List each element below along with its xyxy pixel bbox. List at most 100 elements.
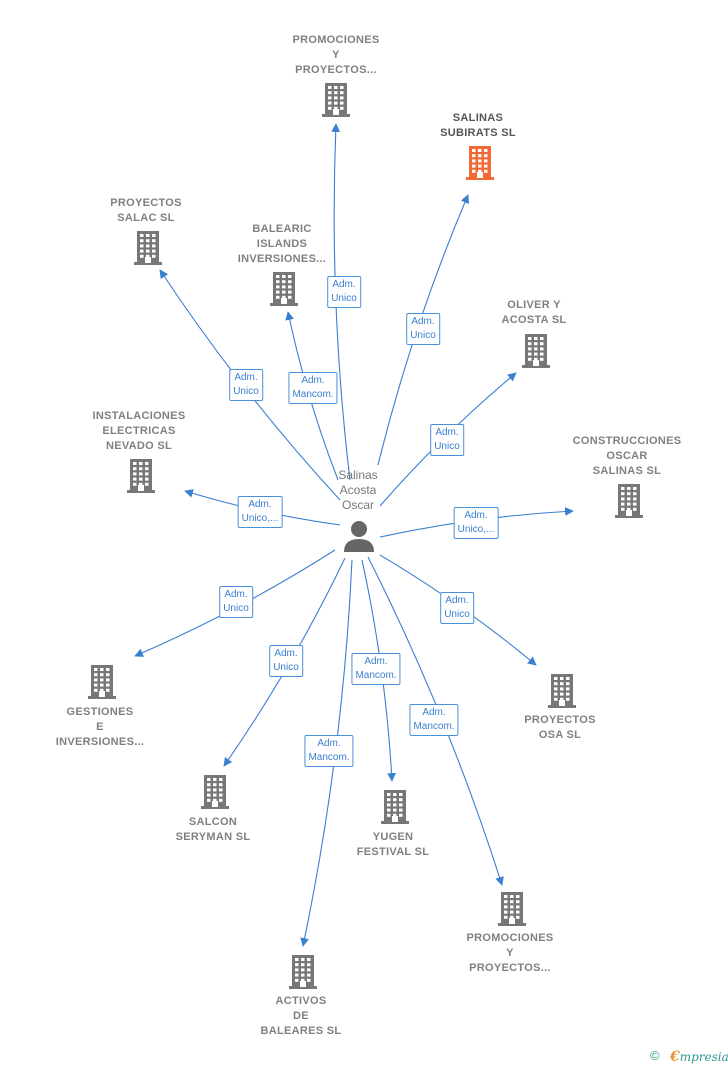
company-label-line: Y — [332, 49, 340, 61]
building-icon[interactable] — [288, 955, 318, 994]
company-label-line: OLIVER Y — [507, 299, 561, 311]
role-line: Unico,... — [457, 524, 495, 535]
role-badge-gestiones-inversiones[interactable]: Adm. Unico — [219, 586, 253, 618]
building-icon[interactable] — [321, 83, 351, 122]
company-label-line: YUGEN — [372, 831, 414, 843]
building-icon[interactable] — [87, 665, 117, 704]
company-label-line: GESTIONES — [66, 706, 134, 718]
building-icon[interactable] — [521, 334, 551, 373]
role-line: Adm. — [435, 427, 459, 438]
building-icon[interactable] — [126, 459, 156, 498]
role-line: Adm. — [224, 589, 248, 600]
company-label-line: OSA SL — [538, 729, 582, 741]
role-badge-instalaciones-electricas[interactable]: Adm. Unico,... — [237, 496, 283, 528]
role-badge-balearic-islands[interactable]: Adm. Mancom. — [288, 372, 338, 404]
role-badge-salinas-subirats[interactable]: Adm.Unico — [406, 313, 440, 345]
building-icon[interactable] — [380, 790, 410, 829]
role-badge-proyectos-salac[interactable]: Adm. Unico — [229, 369, 263, 401]
role-line: Mancom. — [308, 752, 350, 763]
company-label-yugen-festival[interactable]: YUGEN FESTIVAL SL — [313, 830, 473, 860]
role-line: Unico,... — [241, 513, 279, 524]
building-icon[interactable] — [200, 775, 230, 814]
person-icon — [344, 521, 374, 552]
company-label-line: SUBIRATS SL — [440, 127, 516, 139]
company-label-line: PROYECTOS — [524, 714, 596, 726]
company-label-line: SERYMAN SL — [175, 831, 251, 843]
company-label-line: OSCAR — [606, 450, 648, 462]
person-label-line: Acosta — [339, 483, 377, 497]
role-line: Adm. — [464, 510, 488, 521]
company-label-line: SALINAS — [452, 112, 504, 124]
company-label-line: FESTIVAL SL — [356, 846, 430, 858]
role-badge-salcon-seryman[interactable]: Adm. Unico — [269, 645, 303, 677]
role-line: Adm. — [248, 499, 272, 510]
building-icon[interactable] — [269, 272, 299, 311]
company-label-salinas-subirats[interactable]: SALINAS SUBIRATS SL — [398, 111, 558, 141]
company-label-line: PROMOCIONES — [292, 34, 380, 46]
company-label-construcciones-oscar[interactable]: CONSTRUCCIONES OSCAR SALINAS SL — [547, 434, 707, 479]
company-label-line: BALEARES SL — [260, 1025, 342, 1037]
company-label-promociones-top[interactable]: PROMOCIONES Y PROYECTOS... — [256, 33, 416, 78]
role-line: Mancom. — [413, 721, 455, 732]
role-badge-oliver-acosta[interactable]: Adm.Unico — [430, 424, 464, 456]
person-label: Salinas Acosta Oscar — [313, 468, 403, 513]
role-badge-promociones-top[interactable]: Adm. Unico — [327, 276, 361, 308]
role-badge-yugen-festival[interactable]: Adm. Mancom. — [351, 653, 401, 685]
company-label-line: PROYECTOS — [110, 197, 182, 209]
role-badge-proyectos-osa[interactable]: Adm. Unico — [440, 592, 474, 624]
role-line: Adm. — [332, 279, 356, 290]
role-line: Mancom. — [292, 389, 334, 400]
company-label-activos-baleares[interactable]: ACTIVOS DE BALEARES SL — [221, 994, 381, 1039]
person-node[interactable] — [340, 520, 378, 559]
role-line: Unico — [223, 603, 249, 614]
person-label-line: Salinas — [338, 468, 378, 482]
brand-name: mpresia — [679, 1050, 728, 1064]
role-badge-promociones-bottom[interactable]: Adm. Mancom. — [409, 704, 459, 736]
company-label-line: INVERSIONES... — [237, 253, 327, 265]
company-label-oliver-acosta[interactable]: OLIVER Y ACOSTA SL — [454, 298, 614, 328]
role-line: Adm. — [234, 372, 258, 383]
company-label-line: DE — [293, 1010, 309, 1022]
company-label-line: SALAC SL — [117, 212, 175, 224]
brand-logo[interactable]: €mpresia — [670, 1049, 728, 1065]
company-label-line: ISLANDS — [256, 238, 308, 250]
building-icon[interactable] — [133, 231, 163, 270]
role-line: Unico — [273, 662, 299, 673]
building-icon[interactable] — [547, 674, 577, 713]
company-label-proyectos-salac[interactable]: PROYECTOS SALAC SL — [66, 196, 226, 226]
company-label-gestiones-inversiones[interactable]: GESTIONES E INVERSIONES... — [20, 705, 180, 750]
role-line: Adm. — [364, 656, 388, 667]
company-label-proyectos-osa[interactable]: PROYECTOS OSA SL — [480, 713, 640, 743]
role-line: Mancom. — [355, 670, 397, 681]
company-label-line: PROYECTOS... — [295, 64, 377, 76]
brand-initial: € — [670, 1049, 680, 1065]
company-label-line: SALCON — [188, 816, 238, 828]
building-icon[interactable] — [465, 146, 495, 185]
company-label-line: ACTIVOS — [275, 995, 327, 1007]
building-icon[interactable] — [497, 892, 527, 931]
person-label-line: Oscar — [341, 498, 374, 512]
company-label-salcon-seryman[interactable]: SALCON SERYMAN SL — [133, 815, 293, 845]
company-label-line: ACOSTA SL — [501, 314, 567, 326]
company-label-line: NEVADO SL — [105, 440, 173, 452]
company-label-line: E — [96, 721, 104, 733]
company-label-line: INVERSIONES... — [55, 736, 145, 748]
role-badge-activos-baleares[interactable]: Adm.Mancom. — [304, 735, 354, 767]
role-line: Adm. — [411, 316, 435, 327]
role-line: Unico — [233, 386, 259, 397]
role-badge-construcciones-oscar[interactable]: Adm. Unico,... — [453, 507, 499, 539]
company-label-line: CONSTRUCCIONES — [572, 435, 682, 447]
company-label-line: Y — [506, 947, 514, 959]
role-line: Adm. — [422, 707, 446, 718]
role-line: Adm. — [301, 375, 325, 386]
company-label-line: PROYECTOS... — [469, 962, 551, 974]
role-line: Adm. — [274, 648, 298, 659]
role-line: Adm. — [445, 595, 469, 606]
role-line: Unico — [444, 609, 470, 620]
company-label-line: SALINAS SL — [592, 465, 662, 477]
role-line: Unico — [331, 293, 357, 304]
building-icon[interactable] — [614, 484, 644, 523]
